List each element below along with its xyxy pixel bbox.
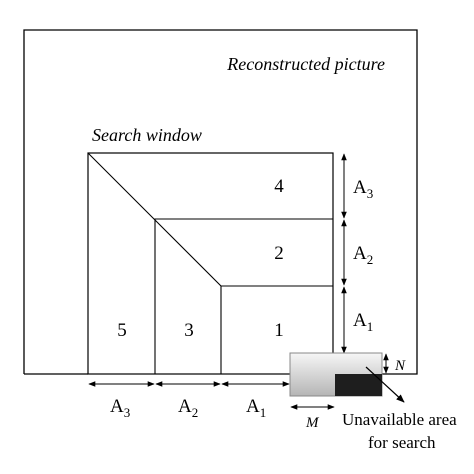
region-label-2: 2 (274, 243, 284, 264)
unavailable-area (335, 374, 382, 396)
dim-label-right-a1-base: A (353, 310, 367, 331)
dim-label-right-a1: A1 (353, 310, 373, 334)
unavailable-label-line1: Unavailable area (342, 410, 457, 429)
dim-label-bottom-a3: A3 (110, 396, 130, 420)
dim-label-right-a1-sub: 1 (367, 319, 374, 334)
dim-label-bottom-a1-sub: 1 (260, 405, 267, 420)
dim-label-bottom-a1: A1 (246, 396, 266, 420)
dim-label-right-a3-sub: 3 (367, 186, 374, 201)
search-window-box (87, 152, 334, 375)
m-label: M (305, 415, 320, 431)
dim-label-bottom-a3-base: A (110, 396, 124, 417)
pointer-arrow (365, 366, 405, 403)
dim-label-bottom-a1-base: A (246, 396, 260, 417)
title: Reconstructed picture (226, 54, 385, 74)
region-label-3: 3 (184, 320, 194, 341)
dim-label-bottom-a3-sub: 3 (124, 405, 131, 420)
region-label-4: 4 (274, 176, 284, 197)
region-1-boundary (220, 285, 333, 374)
region-label-1: 1 (274, 320, 284, 341)
dim-label-bottom-a2: A2 (178, 396, 198, 420)
reconstructed-picture-frame (23, 29, 418, 375)
unavailable-label-line2: for search (368, 433, 436, 452)
n-label: N (394, 358, 406, 374)
dim-label-right-a3: A3 (353, 177, 373, 201)
dim-label-right-a2-sub: 2 (367, 252, 374, 267)
dim-label-right-a2-base: A (353, 243, 367, 264)
dim-label-bottom-a2-sub: 2 (192, 405, 199, 420)
search-window-label: Search window (92, 125, 202, 145)
region-label-5: 5 (117, 320, 127, 341)
region-2-boundary (154, 218, 333, 374)
dim-label-right-a2: A2 (353, 243, 373, 267)
dim-label-right-a3-base: A (353, 177, 367, 198)
dim-label-bottom-a2-base: A (178, 396, 192, 417)
